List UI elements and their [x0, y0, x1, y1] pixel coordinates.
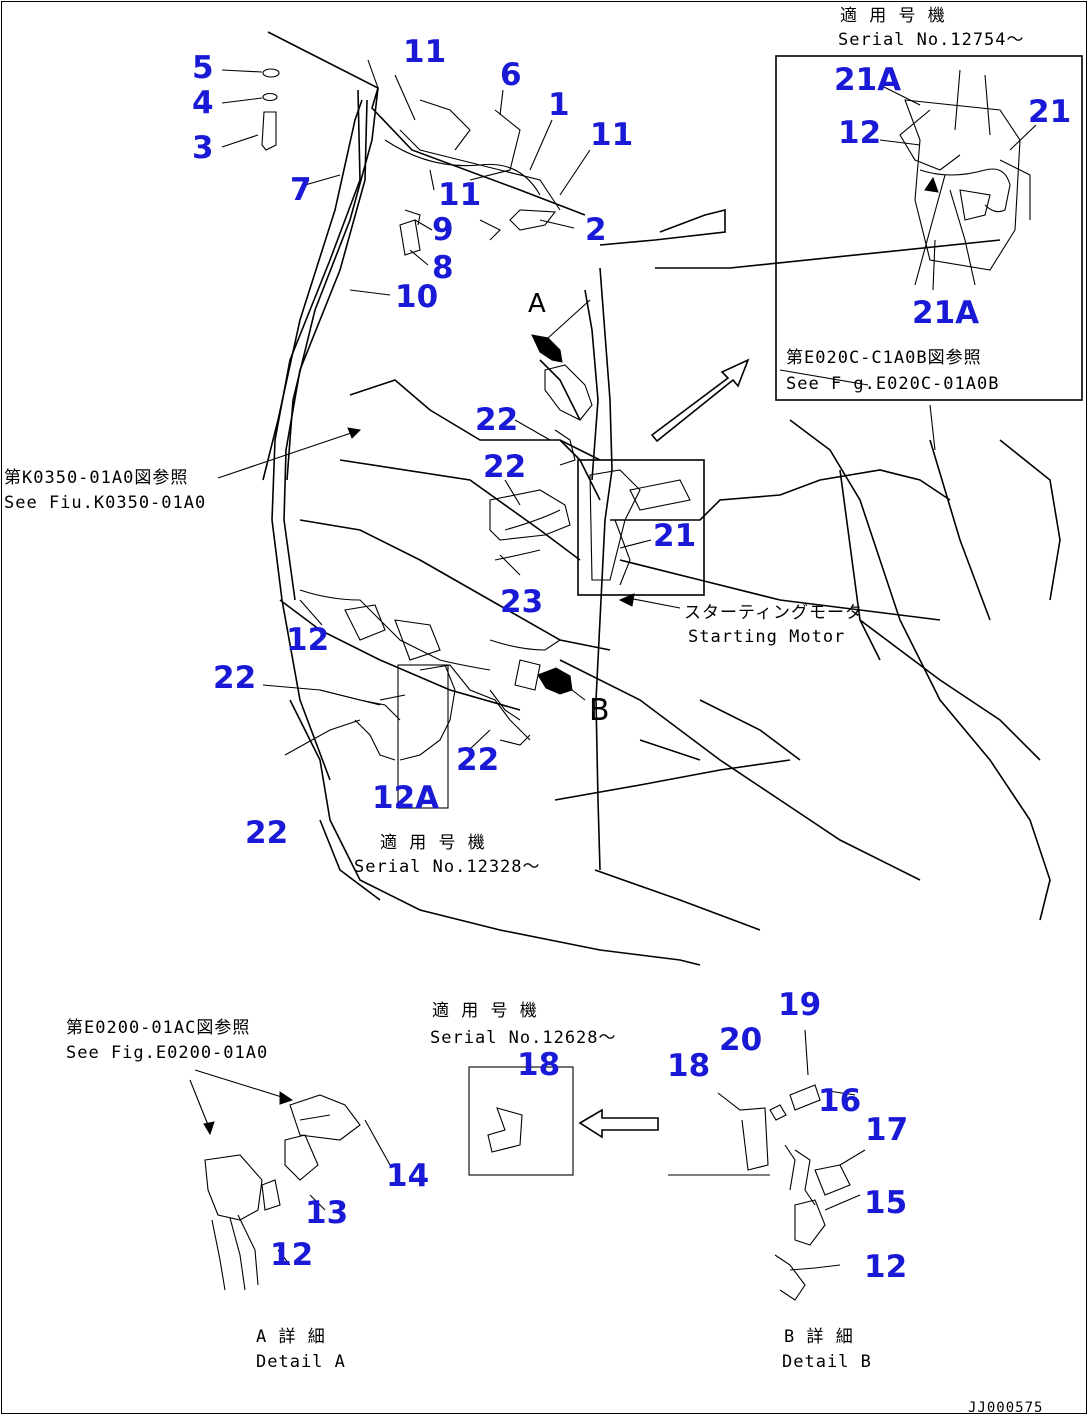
see-k0350-en: See Fiu.K0350-01A0 [4, 493, 206, 513]
detail-b-en: Detail B [782, 1352, 872, 1372]
arrow-b-icon [537, 667, 573, 695]
callout-22: 22 [245, 815, 288, 851]
hollow-left-arrow-icon [578, 1108, 659, 1139]
callout-2: 2 [585, 212, 607, 248]
callout-17: 17 [865, 1112, 908, 1148]
serial-12328-bracket [397, 664, 449, 809]
callout-12: 12 [838, 115, 881, 151]
callout-5: 5 [192, 50, 214, 86]
serial-12628-box [468, 1066, 574, 1176]
callout-labels: 5 4 3 11 6 1 11 7 11 9 2 8 10 22 22 21 2… [192, 34, 1071, 1285]
callout-16: 16 [818, 1083, 861, 1119]
see-e0200-01ac-jp: 第E0200-01AC図参照 [66, 1018, 250, 1038]
drawing-code: JJ000575 [968, 1400, 1043, 1416]
callout-20: 20 [719, 1022, 762, 1058]
serial-12628-en: Serial No.12628～ [430, 1028, 617, 1048]
callout-13: 13 [305, 1195, 348, 1231]
callout-4: 4 [192, 85, 214, 121]
serial-12628-jp: 適 用 号 機 [432, 1001, 538, 1021]
arrow-a-icon [531, 334, 563, 363]
hollow-arrow-icon [650, 358, 750, 443]
callout-22: 22 [213, 660, 256, 696]
callout-23: 23 [500, 584, 543, 620]
callout-15: 15 [864, 1185, 907, 1221]
callout-18: 18 [517, 1047, 560, 1083]
callout-14: 14 [386, 1158, 429, 1194]
callout-12A: 12A [372, 780, 439, 816]
arrow-a-label: A [528, 289, 546, 319]
serial-12754-jp: 適 用 号 機 [840, 6, 946, 26]
serial-12754-en: Serial No.12754～ [838, 30, 1025, 50]
callout-22: 22 [475, 402, 518, 438]
detail-a-jp: A 詳 細 [256, 1327, 326, 1347]
callout-12: 12 [286, 622, 329, 658]
machine-line-art [189, 31, 1083, 1301]
see-e0200-01a0b-jp: 第E020C-C1A0B図参照 [786, 348, 982, 368]
callout-8: 8 [432, 250, 454, 286]
starting-motor-box [577, 459, 705, 596]
callout-21: 21 [653, 518, 696, 554]
callout-6: 6 [500, 57, 522, 93]
callout-19: 19 [778, 987, 821, 1023]
see-k0350-jp: 第K0350-01A0図参照 [4, 468, 188, 488]
inset-box-serial-12754 [775, 55, 1083, 401]
callout-21A: 21A [912, 295, 979, 331]
detail-b-jp: B 詳 細 [784, 1327, 854, 1347]
serial-12328-jp: 適 用 号 機 [380, 833, 486, 853]
callout-7: 7 [290, 172, 312, 208]
callout-12: 12 [270, 1237, 313, 1273]
callout-22: 22 [483, 449, 526, 485]
callout-10: 10 [395, 279, 438, 315]
callout-18: 18 [667, 1048, 710, 1084]
callout-12: 12 [864, 1249, 907, 1285]
see-e0200-01a0b-en: See F g.E020C-01A0B [786, 374, 999, 394]
callout-21A: 21A [834, 62, 901, 98]
see-e0200-01ac-en: See Fig.E0200-01A0 [66, 1043, 268, 1063]
callout-21: 21 [1028, 94, 1071, 130]
callout-22: 22 [456, 742, 499, 778]
starting-motor-en: Starting Motor [688, 627, 845, 647]
callout-3: 3 [192, 130, 214, 166]
arrow-b-label: B [589, 693, 610, 728]
direction-letters: A B [528, 289, 610, 728]
callout-9: 9 [432, 212, 454, 248]
starting-motor-jp: スターティングモータ [684, 603, 863, 623]
annotation-notes: 適 用 号 機 Serial No.12754～ 第E020C-C1A0B図参照… [4, 6, 1043, 1416]
detail-a-en: Detail A [256, 1352, 346, 1372]
callout-1: 1 [548, 87, 570, 123]
serial-12328-en: Serial No.12328～ [354, 857, 541, 877]
callout-11: 11 [438, 177, 481, 213]
callout-11: 11 [590, 117, 633, 153]
callout-11: 11 [403, 34, 446, 70]
